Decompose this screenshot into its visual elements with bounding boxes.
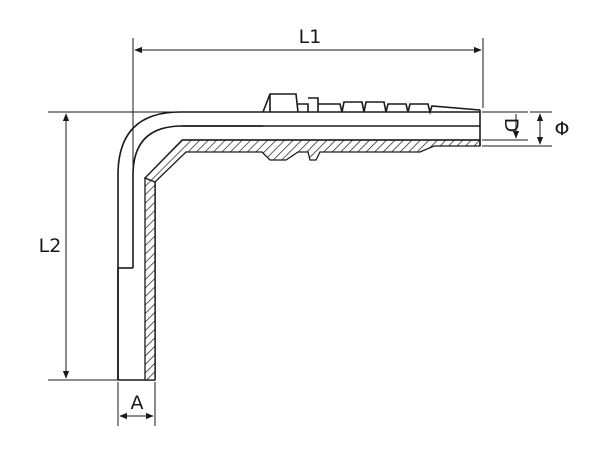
- hex-nut-top: [262, 93, 299, 113]
- l2-label: L2: [39, 235, 62, 257]
- dimension-a: A: [117, 382, 156, 426]
- hatched-wall-horizontal: [143, 139, 481, 183]
- phi-label: Φ: [555, 118, 570, 140]
- dimension-l1: L1: [132, 26, 484, 262]
- hatched-wall-vertical: [144, 177, 156, 381]
- d-label: D: [500, 118, 522, 133]
- barbed-tail: [318, 101, 481, 115]
- dimension-d: D: [482, 111, 528, 141]
- a-label: A: [131, 392, 144, 414]
- dimension-phi: Φ: [482, 111, 570, 147]
- dimension-l2: L2: [39, 111, 200, 381]
- collar: [298, 103, 309, 112]
- l1-label: L1: [299, 26, 322, 48]
- fitting-body: [182, 93, 481, 146]
- collar-ring: [308, 97, 319, 112]
